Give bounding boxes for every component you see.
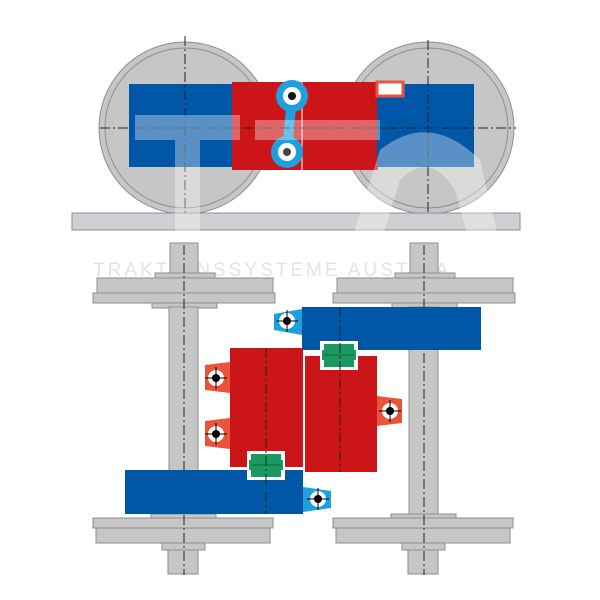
wheelset-right-wheel-bottom	[335, 527, 511, 544]
frame-right	[377, 84, 474, 167]
wheelset-left-hub-bottom	[167, 549, 199, 575]
wheelset-left-wheel-bottom	[95, 527, 271, 544]
wheelset-left-flange-bottom	[92, 517, 274, 529]
wheelset-left-collar-top	[154, 272, 216, 279]
wheelset-right-wheel-top	[336, 277, 514, 294]
rail	[71, 212, 521, 231]
wheelset-left-wheel-top	[96, 277, 274, 294]
marker-box	[375, 80, 405, 98]
link-arm	[271, 80, 308, 168]
top-view	[92, 242, 516, 575]
wheelset-right-flange-bottom	[332, 517, 514, 529]
motor-right	[305, 356, 377, 472]
tsa-logo-watermark	[135, 115, 500, 245]
wheelset-right-collar-top	[394, 272, 456, 279]
side-view	[71, 36, 521, 231]
wheelset-right-hub-bottom	[407, 549, 439, 575]
